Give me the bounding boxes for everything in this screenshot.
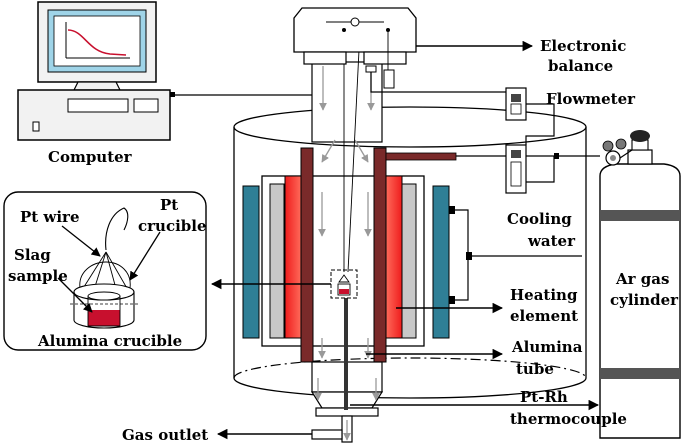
vessel-top-rim (233, 106, 587, 148)
balance-gas-line (370, 72, 506, 93)
wire-cage (79, 261, 131, 289)
valve-handwheel (630, 130, 650, 142)
computer-port (170, 92, 175, 97)
counterweight (383, 69, 395, 89)
cylinder-band-bottom (600, 368, 680, 379)
gas-outlet-nozzle (311, 429, 343, 440)
label-alumina-crucible: Alumina crucible (37, 332, 182, 350)
label-slag-sample-line2: sample (8, 267, 68, 285)
pt-crucible-rim (87, 291, 121, 301)
balance-sensor (365, 65, 377, 73)
flowmeter-bypass-line (526, 155, 555, 183)
cylinder-band-top (600, 210, 680, 221)
label-pt-crucible-line2: crucible (138, 217, 207, 235)
crucible-detail-drawing (70, 207, 138, 329)
arrow-pt-wire (61, 225, 101, 257)
thermocouple-rod (344, 298, 348, 410)
balance-foot-left (303, 51, 347, 65)
cooling-inlet-port (466, 252, 472, 260)
pressure-gauge-2 (615, 138, 627, 150)
computer (17, 1, 175, 141)
arrow-slag-sample (57, 277, 93, 313)
label-thermocouple-line2: thermocouple (510, 410, 627, 428)
computer-case (17, 89, 171, 141)
cooling-port-top (449, 206, 455, 214)
arrow-pt-crucible (129, 231, 161, 281)
alumina-tube-left (300, 147, 314, 363)
flowmeter-lower-float (511, 150, 521, 158)
power-button (32, 121, 40, 132)
disk-drive (67, 98, 129, 113)
heating-element-right (385, 175, 403, 339)
pressure-gauge-1 (602, 140, 614, 152)
disk-drive-2 (133, 98, 159, 113)
label-electronic-balance-line1: Electronic (540, 37, 626, 55)
label-alumina-tube-line2: tube (516, 360, 554, 378)
gas-inlet-pipe (385, 152, 457, 161)
label-cooling-water-line2: water (527, 232, 576, 250)
flowmeter-upper (505, 87, 527, 121)
label-ar-gas-line1: Ar gas (615, 270, 669, 288)
balance-body (293, 7, 417, 53)
label-pt-wire: Pt wire (20, 208, 80, 226)
slag-sample (88, 310, 120, 326)
label-thermocouple-line1: Pt-Rh (520, 388, 568, 406)
label-flowmeter: Flowmeter (546, 90, 636, 108)
flowmeter-upper-scale (510, 103, 522, 115)
screen-curve (67, 29, 127, 56)
flowmeter-lower (505, 144, 527, 194)
crucible-detail-inset (3, 191, 207, 351)
label-computer: Computer (48, 148, 133, 166)
flow-arrow (354, 139, 369, 163)
alumina-crucible-wall (73, 292, 135, 329)
label-heating-element-line1: Heating (510, 286, 578, 304)
balance-hook-left (342, 28, 346, 32)
flow-port (554, 153, 559, 159)
label-ar-gas-line2: cylinder (610, 291, 679, 309)
regulator-center (610, 155, 616, 161)
vessel-bottom-front (233, 377, 587, 399)
suspension-wire-2 (347, 29, 361, 273)
flowmeter-connector-line (525, 103, 555, 145)
label-pt-crucible-line1: Pt (160, 196, 178, 214)
label-gas-outlet: Gas outlet (122, 426, 208, 444)
balance-pivot (350, 17, 360, 27)
cooling-jacket-left (242, 185, 260, 339)
pt-hook (105, 207, 129, 251)
insulation-right (401, 183, 417, 339)
balance-hook-right (386, 28, 390, 32)
electronic-balance (293, 7, 417, 89)
furnace-vessel (233, 106, 587, 399)
label-slag-sample-line1: Slag (14, 246, 51, 264)
monitor-stand (73, 81, 121, 91)
cylinder-neck (627, 149, 653, 165)
insulation-left (269, 183, 285, 339)
flowmeter-lower-scale (510, 161, 522, 187)
upper-shaft (311, 61, 383, 143)
cooling-port-bottom (449, 296, 455, 304)
label-electronic-balance-line2: balance (548, 57, 613, 75)
hanger-wire (81, 251, 107, 291)
ar-gas-cylinder (599, 130, 681, 439)
cable-computer-balance (175, 63, 317, 96)
regulator-pipe (619, 149, 633, 159)
cooling-jacket-right (432, 185, 450, 339)
hanger-wire (105, 251, 129, 291)
flow-arrow (321, 139, 336, 163)
slag-small (339, 289, 349, 294)
label-heating-element-line2: element (510, 307, 578, 325)
balance-foot-right (363, 51, 407, 65)
label-alumina-tube-line1: Alumina (511, 338, 583, 356)
vessel-bottom-back (233, 357, 587, 379)
label-cooling-water-line1: Cooling (507, 210, 572, 228)
flowmeter-upper-float (511, 94, 521, 102)
heating-element-left (284, 175, 302, 339)
alumina-tube-right (373, 147, 387, 363)
crucible-hanger (338, 274, 350, 283)
